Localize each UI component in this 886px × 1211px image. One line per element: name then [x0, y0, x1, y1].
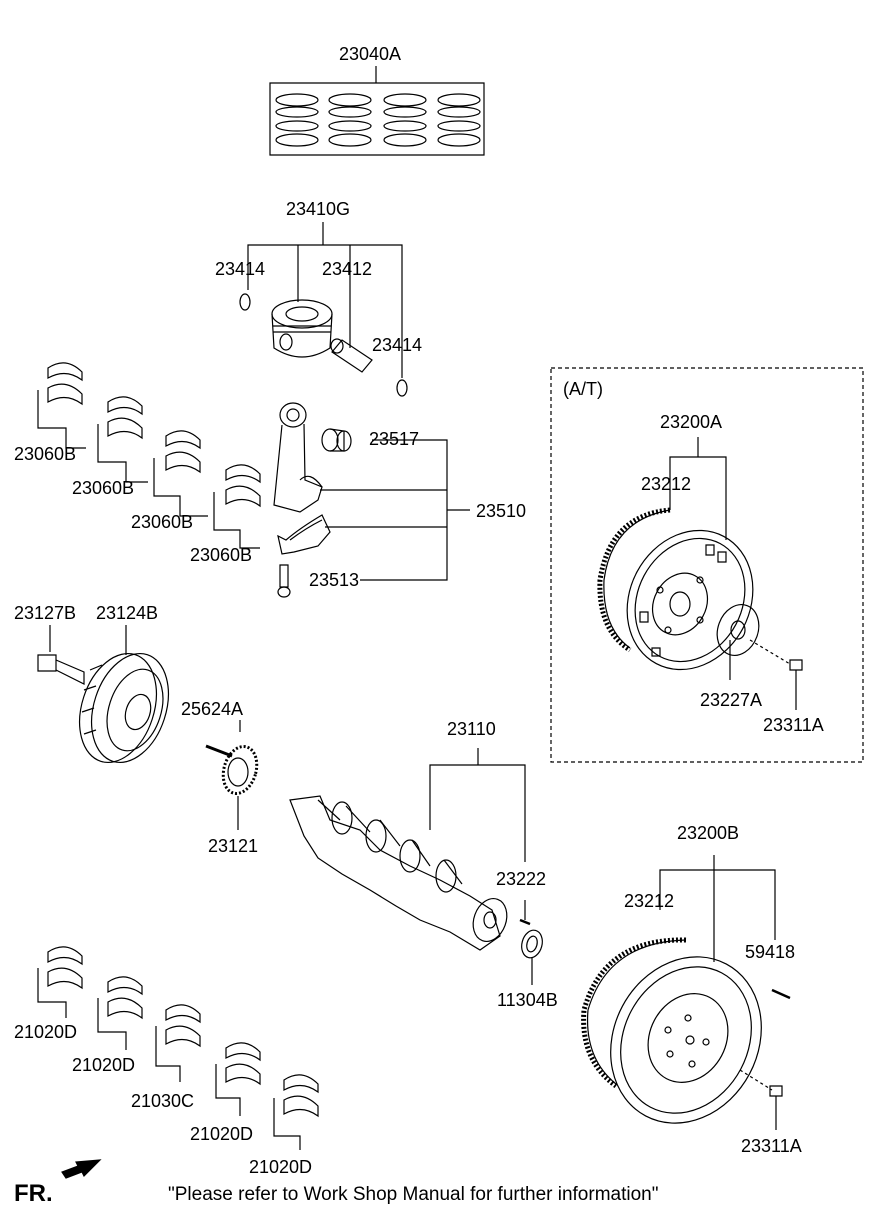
label-main-bearing-2: 21020D [72, 1055, 136, 1075]
drive-plate-bolt [790, 660, 802, 710]
main-bearing-1 [38, 947, 82, 1018]
label-main-bearing-3: 21020D [190, 1124, 254, 1144]
crankshaft [290, 796, 513, 950]
label-snap-ring-right: 23414 [372, 335, 423, 355]
dowel [772, 990, 790, 998]
label-conrod-bearing-1: 23060B [14, 444, 77, 464]
drive-plate [603, 508, 777, 691]
conrod-cap [278, 515, 330, 554]
label-adapter-plate: 23227A [700, 690, 763, 710]
piston-ring-set [270, 66, 484, 155]
snap-ring-right [397, 380, 407, 396]
flywheel [582, 930, 790, 1149]
ring-set-1 [276, 94, 318, 146]
label-flywheel-assy: 23200B [677, 823, 740, 843]
label-key: 25624A [181, 699, 244, 719]
main-bearing-2 [98, 977, 142, 1050]
flywheel-bolt [770, 1086, 782, 1130]
main-bearing-4 [274, 1075, 318, 1150]
piston [272, 300, 332, 357]
label-thrust-bearing: 21030C [131, 1091, 195, 1111]
piston-pin [331, 339, 372, 372]
label-drive-plate-bolt: 23311A [763, 715, 824, 735]
conrod-bearing-3 [154, 431, 208, 516]
conrod-bolt [278, 565, 290, 597]
at-drive-plate-group [551, 368, 863, 762]
conrod-bearings [38, 363, 260, 548]
label-pin: 23222 [496, 869, 547, 889]
connecting-rod-assembly [274, 403, 470, 597]
label-piston-pin: 23412 [322, 259, 373, 279]
damper-pulley-group [38, 625, 182, 772]
oil-seal [519, 928, 546, 960]
crank-pin [520, 920, 530, 924]
ring-set-4 [438, 94, 480, 146]
label-main-bearing-1: 21020D [14, 1022, 78, 1042]
label-piston-assy: 23410G [286, 199, 351, 219]
damper-pulley [66, 644, 181, 773]
piston-assembly [240, 222, 407, 396]
label-ring-set: 23040A [339, 44, 402, 64]
pulley-bolt [38, 655, 84, 684]
conrod-bearing-2 [98, 397, 148, 482]
label-crankshaft: 23110 [447, 719, 496, 739]
label-conrod-bolt: 23513 [309, 570, 360, 590]
main-bearing-3 [216, 1043, 260, 1116]
conrod-bearing-1 [38, 363, 86, 448]
key-and-sprocket [206, 720, 262, 830]
label-sprocket: 23121 [208, 836, 259, 856]
front-arrow-icon [62, 1160, 100, 1178]
key [206, 746, 232, 756]
label-snap-ring-left: 23414 [215, 259, 266, 279]
small-end-bush [322, 429, 351, 451]
footer-note: "Please refer to Work Shop Manual for fu… [168, 1184, 659, 1205]
thrust-bearing [156, 1005, 200, 1082]
label-ring-gear-at: 23212 [641, 474, 692, 494]
ring-gear-at [600, 510, 670, 650]
label-at-tag: (A/T) [563, 379, 603, 399]
label-drive-plate-assy: 23200A [660, 412, 723, 432]
label-oil-seal: 11304B [497, 990, 558, 1010]
ring-gear-mt [584, 940, 686, 1086]
main-bearings [38, 947, 318, 1150]
label-pulley-bolt: 23127B [14, 603, 77, 623]
label-bush: 23517 [369, 429, 420, 449]
adapter-plate [710, 599, 765, 662]
label-dowel: 59418 [745, 942, 796, 962]
conrod [274, 403, 322, 512]
ring-set-2 [329, 94, 371, 146]
label-conrod-bearing-2: 23060B [72, 478, 135, 498]
label-conrod-bearing-4: 23060B [190, 545, 253, 565]
crankshaft-group [290, 748, 545, 985]
label-conrod-assy: 23510 [476, 501, 527, 521]
front-marker: FR. [14, 1180, 53, 1207]
ring-set-3 [384, 94, 426, 146]
flywheel-group [582, 855, 790, 1150]
label-flywheel-bolt: 23311A [741, 1136, 802, 1156]
label-ring-gear-mt: 23212 [624, 891, 675, 911]
label-conrod-bearing-3: 23060B [131, 512, 194, 532]
label-main-bearing-4: 21020D [249, 1157, 313, 1177]
snap-ring-left [240, 294, 250, 310]
conrod-bearing-4 [214, 465, 260, 548]
label-damper-pulley: 23124B [96, 603, 159, 623]
sprocket [218, 743, 262, 798]
